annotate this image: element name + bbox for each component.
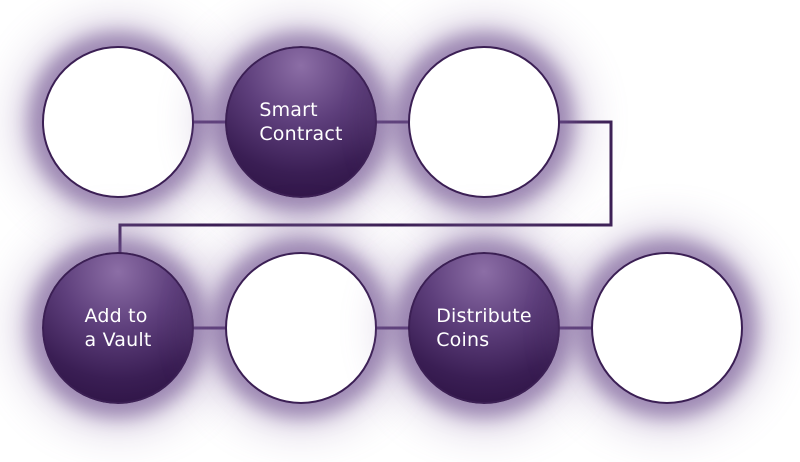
step-node-smart-contract: Smart Contract: [225, 46, 377, 198]
step-label: Add to a Vault: [84, 304, 151, 352]
step-node-blank: [225, 252, 377, 404]
step-label-line: Distribute: [436, 305, 532, 327]
row-bridge-connector: [118, 120, 613, 256]
step-label: Distribute Coins: [436, 304, 532, 352]
step-label: Smart Contract: [259, 98, 342, 146]
step-node-blank: [408, 46, 560, 198]
step-label-line: Add to: [84, 305, 148, 327]
step-node-distribute-coins: Distribute Coins: [408, 252, 560, 404]
step-label-line: a Vault: [84, 329, 152, 351]
step-node-blank: [42, 46, 194, 198]
step-label-line: Coins: [436, 329, 490, 351]
step-label-line: Contract: [259, 123, 343, 145]
step-node-add-to-vault: Add to a Vault: [42, 252, 194, 404]
step-label-line: Smart: [259, 99, 318, 121]
step-node-blank: [591, 252, 743, 404]
